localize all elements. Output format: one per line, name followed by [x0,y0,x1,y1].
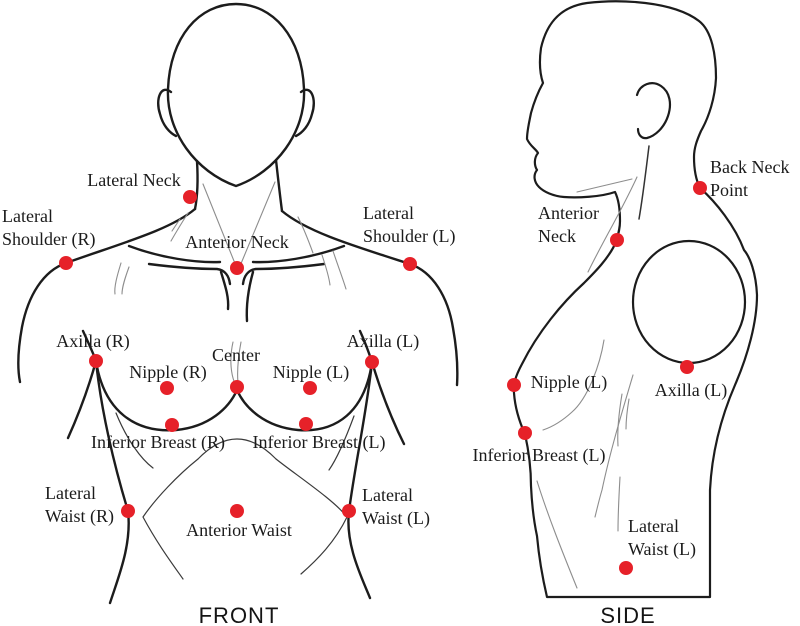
marker-dot-front-axilla-r [89,354,103,368]
front-chest-line-left [147,262,232,286]
marker-dot-front-inferior-breast-r [165,418,179,432]
side-torso-sketch-3 [617,476,621,532]
marker-dot-side-axilla-l [680,360,694,374]
front-ear-left [157,88,178,138]
front-trapezius-sketch-left [170,212,189,242]
marker-dot-front-lateral-waist-l [342,504,356,518]
side-belly-sketch [536,480,578,589]
marker-dot-front-anterior-neck [230,261,244,275]
side-ear [635,82,672,140]
marker-dot-side-lateral-waist-l [619,561,633,575]
marker-dot-side-back-neck-point [693,181,707,195]
figure-caption-side: SIDE [600,603,656,626]
marker-dot-side-inferior-breast-l [518,426,532,440]
front-ear-right [294,88,315,138]
side-pectoral-sketch [542,339,605,431]
front-shoulder-arm-right [280,209,459,387]
marker-label-front-inferior-breast-l: Inferior Breast (L) [252,432,386,452]
marker-dot-front-lateral-shoulder-r [59,256,73,270]
front-neck-muscle-right [239,181,276,267]
marker-label-front-axilla-l: Axilla (L) [346,331,420,351]
side-neck-muscle-sketch [587,176,638,273]
front-sternum-right [245,270,255,323]
front-chest-line-right [241,262,326,286]
front-inner-arm-left [66,359,98,440]
marker-label-front-center: Center [212,345,260,365]
front-sternum-left [219,270,230,311]
side-torso-sketch-1 [617,393,623,447]
marker-dot-front-lateral-neck [183,190,197,204]
front-pectoral-hatch-right-2 [321,254,331,286]
figure-caption-front: FRONT [198,603,280,626]
marker-label-front-axilla-r: Axilla (R) [56,331,130,351]
front-clavicle-left [127,244,222,264]
front-neck-right [274,158,284,213]
front-shoulder-arm-left [17,207,197,384]
front-neck-muscle-left [202,183,237,267]
front-neck-left [193,159,199,211]
marker-label-front-anterior-waist: Anterior Waist [186,520,292,540]
side-lat-sketch [594,374,634,518]
front-pectoral-hatch-left-2 [121,266,130,295]
marker-label-side-inferior-breast-l: Inferior Breast (L) [472,445,606,465]
marker-dot-front-nipple-l [303,381,317,395]
side-jaw-sketch [576,178,633,193]
marker-dot-front-lateral-shoulder-l [403,257,417,271]
front-trapezius-sketch-right [297,216,314,254]
marker-dot-front-nipple-r [160,381,174,395]
front-clavicle-right [251,244,346,264]
marker-label-front-nipple-l: Nipple (L) [272,362,350,382]
front-pectoral-hatch-left-1 [114,262,122,295]
marker-dot-front-center [230,380,244,394]
marker-label-front-nipple-r: Nipple (R) [129,362,207,382]
marker-label-side-axilla-l: Axilla (L) [654,380,728,400]
marker-label-front-anterior-neck: Anterior Neck [185,232,289,252]
marker-dot-front-inferior-breast-l [299,417,313,431]
side-torso-sketch-2 [625,398,630,430]
marker-dot-front-lateral-waist-r [121,504,135,518]
marker-dot-front-anterior-waist [230,504,244,518]
marker-label-front-lateral-neck: Lateral Neck [87,170,181,190]
side-neck-line [638,145,650,220]
marker-dot-front-axilla-l [365,355,379,369]
front-trapezius-sketch-left-2 [171,218,181,232]
marker-label-side-nipple-l: Nipple (L) [530,372,608,392]
front-rib-sketch-right [328,415,355,471]
marker-label-front-inferior-breast-r: Inferior Breast (R) [91,432,225,452]
front-rib-sketch-left [115,412,154,469]
marker-dot-side-anterior-neck [610,233,624,247]
front-abdomen-arch [197,438,277,460]
front-hip-crease-left [142,458,199,580]
front-pectoral-hatch-right-1 [332,250,347,290]
front-inner-arm-right [370,360,406,446]
marker-dot-side-nipple-l [507,378,521,392]
front-head-outline [166,2,306,188]
